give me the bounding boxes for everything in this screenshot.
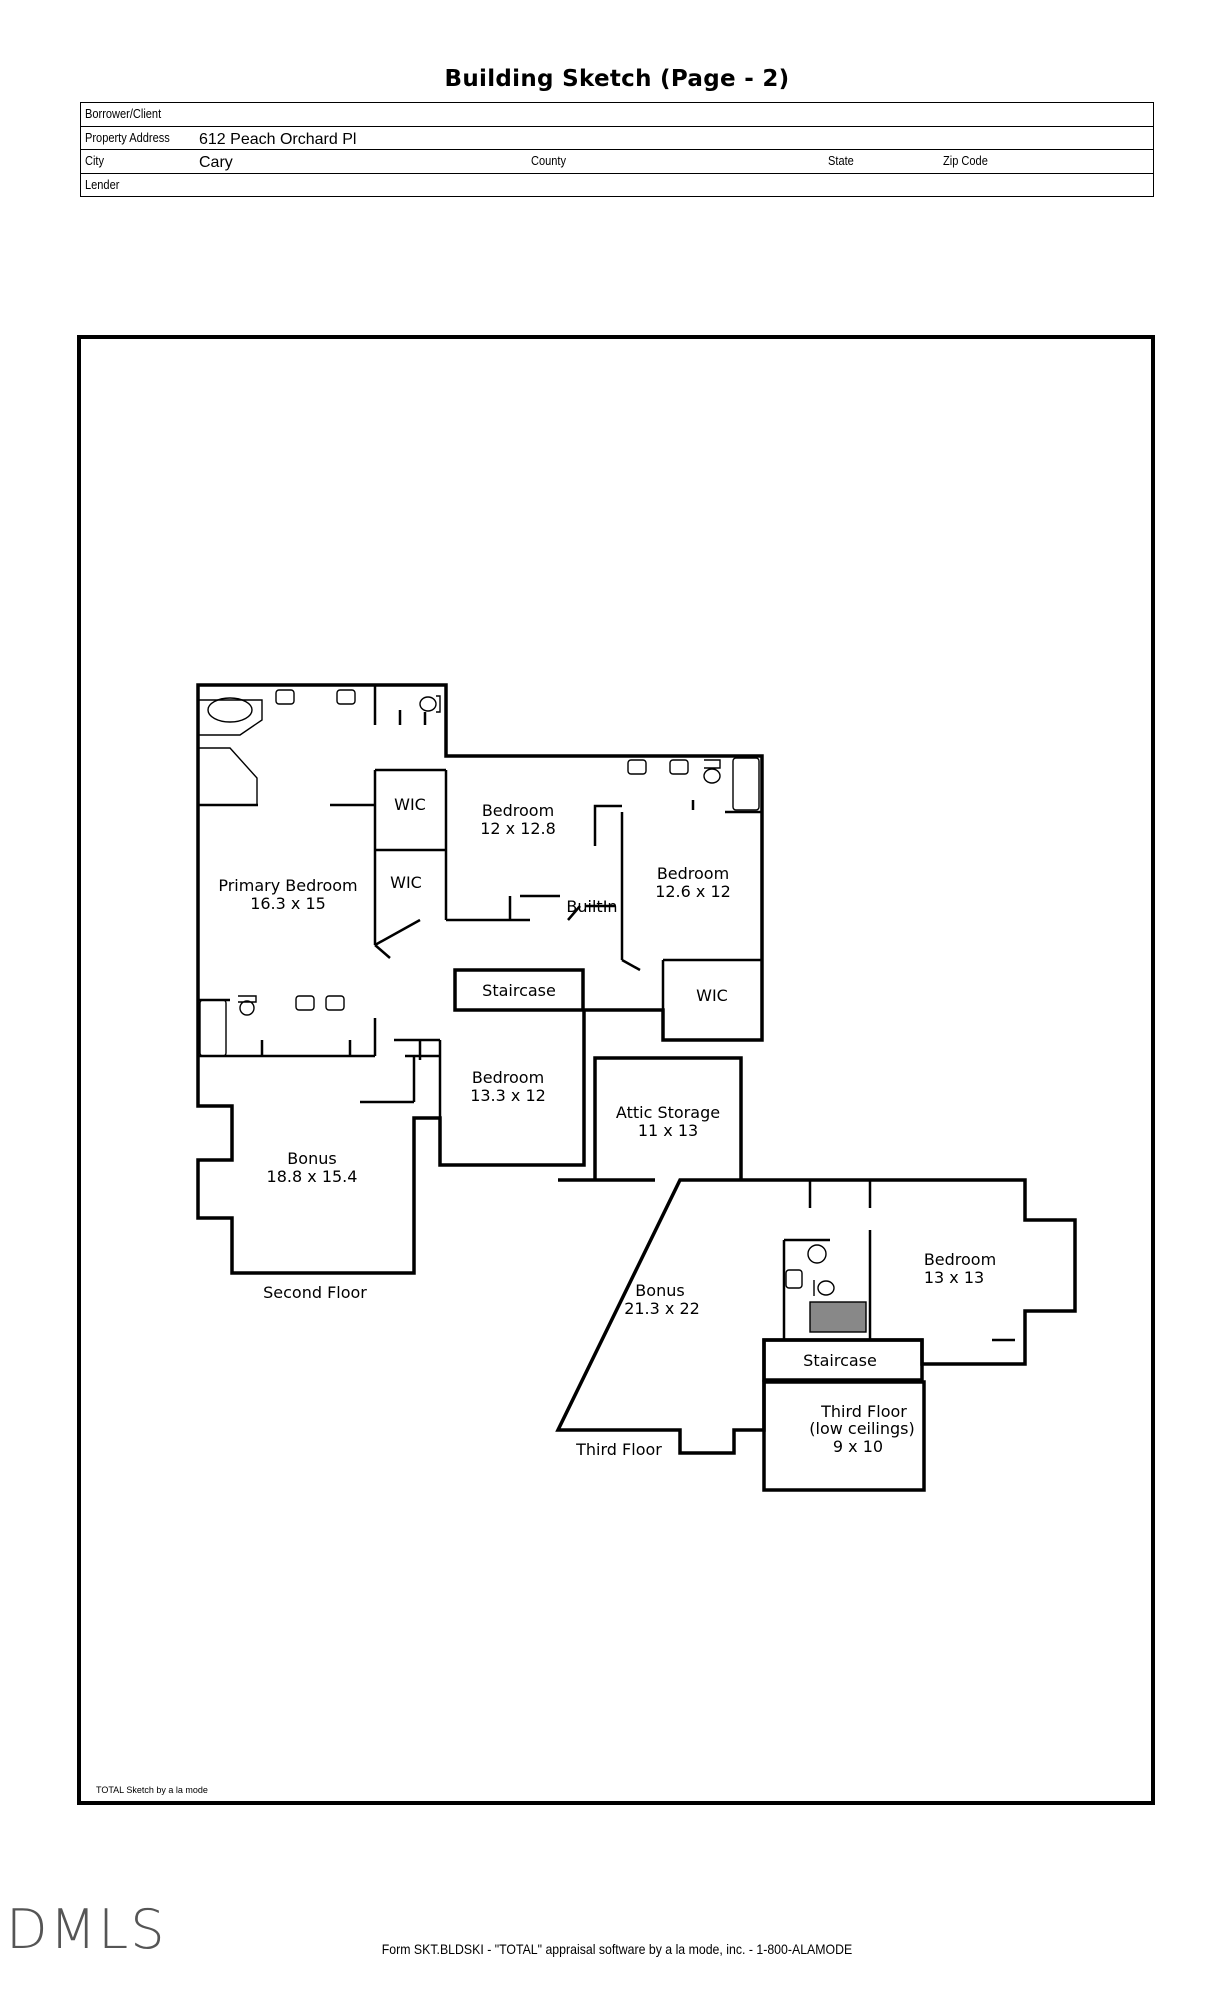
sink-icon [785, 1269, 803, 1289]
bedroom-size: 13.3 x 12 [470, 1086, 546, 1105]
state-label: State [828, 153, 854, 168]
floor-plan-walls [196, 683, 1077, 1492]
bedroom-size: 12.6 x 12 [655, 882, 731, 901]
sink-icon [295, 995, 315, 1011]
builtin-label: BuiltIn [566, 897, 617, 916]
toilet-icon [813, 1280, 835, 1296]
tub-icon [732, 757, 760, 811]
zip-label: Zip Code [943, 153, 988, 168]
third-floor-room-box [762, 1380, 926, 1492]
address-label: Property Address [85, 129, 170, 145]
city-value: Cary [199, 154, 233, 171]
toilet-icon [703, 759, 721, 784]
bedroom-label: Bedroom [924, 1250, 996, 1269]
sketch-credit: TOTAL Sketch by a la mode [96, 1785, 208, 1795]
bonus-label: Bonus [635, 1281, 684, 1300]
tub-oval-icon [207, 697, 253, 723]
staircase-label: Staircase [803, 1351, 877, 1370]
fixtures [197, 689, 867, 1333]
toilet-icon [238, 995, 257, 1016]
borrower-label: Borrower/Client [85, 106, 162, 121]
page-footer: Form SKT.BLDSKI - "TOTAL" appraisal soft… [381, 1941, 853, 1957]
county-label: County [531, 153, 567, 168]
wic-label: WIC [696, 986, 728, 1005]
sink-icon [627, 759, 647, 775]
toilet-icon [419, 695, 441, 713]
bonus-label: Bonus [287, 1149, 336, 1168]
sink-icon [336, 689, 356, 705]
wic-label: WIC [390, 873, 422, 892]
property-info-table: Borrower/Client Property Address 612 Pea… [80, 102, 1154, 197]
floor-label: Second Floor [263, 1283, 367, 1302]
bedroom-label: Bedroom [482, 801, 554, 820]
attic-storage-label: Attic Storage [616, 1103, 720, 1122]
lender-row: Lender [81, 174, 1153, 197]
sketch-frame [77, 335, 1155, 1805]
bedroom-size: 12 x 12.8 [480, 819, 556, 838]
floor-label: Third Floor [575, 1440, 662, 1459]
attic-storage-size: 11 x 13 [638, 1121, 698, 1140]
sink-icon [669, 759, 689, 775]
staircase-2-box [453, 968, 585, 1012]
room-labels: WIC WIC Bedroom 12 x 12.8 Bedroom 12.6 x… [218, 795, 996, 1459]
sink-icon [275, 689, 295, 705]
tub-icon [197, 699, 263, 736]
bedroom-label: Bedroom [472, 1068, 544, 1087]
sink-icon [807, 1244, 827, 1264]
city-label: City [85, 153, 105, 168]
primary-bedroom-size: 16.3 x 15 [250, 894, 326, 913]
third-floor-room-note: (low ceilings) [809, 1419, 915, 1438]
staircase-3-box [762, 1338, 924, 1382]
third-floor-room-size: 9 x 10 [833, 1437, 883, 1456]
bonus-size: 18.8 x 15.4 [267, 1167, 358, 1186]
staircase-label: Staircase [482, 981, 556, 1000]
shower-grid-icon [809, 1301, 867, 1333]
primary-bedroom-label: Primary Bedroom [218, 876, 357, 895]
watermark-logo: DMLS [6, 1898, 167, 1961]
third-floor-room-label: Third Floor [820, 1402, 907, 1421]
page-title: Building Sketch (Page - 2) [444, 66, 790, 92]
tub-icon [199, 999, 227, 1057]
bedroom-size: 13 x 13 [924, 1268, 984, 1287]
wic-label: WIC [394, 795, 426, 814]
city-row: City Cary County State Zip Code [81, 150, 1153, 174]
bonus-size: 21.3 x 22 [624, 1299, 700, 1318]
bedroom-label: Bedroom [657, 864, 729, 883]
attic-storage-outline [593, 1056, 743, 1180]
lender-label: Lender [85, 176, 120, 192]
address-value: 612 Peach Orchard Pl [199, 130, 357, 148]
address-row: Property Address 612 Peach Orchard Pl [81, 127, 1153, 150]
shower-icon [197, 747, 258, 806]
sink-icon [325, 995, 345, 1011]
borrower-row: Borrower/Client [81, 103, 1153, 127]
